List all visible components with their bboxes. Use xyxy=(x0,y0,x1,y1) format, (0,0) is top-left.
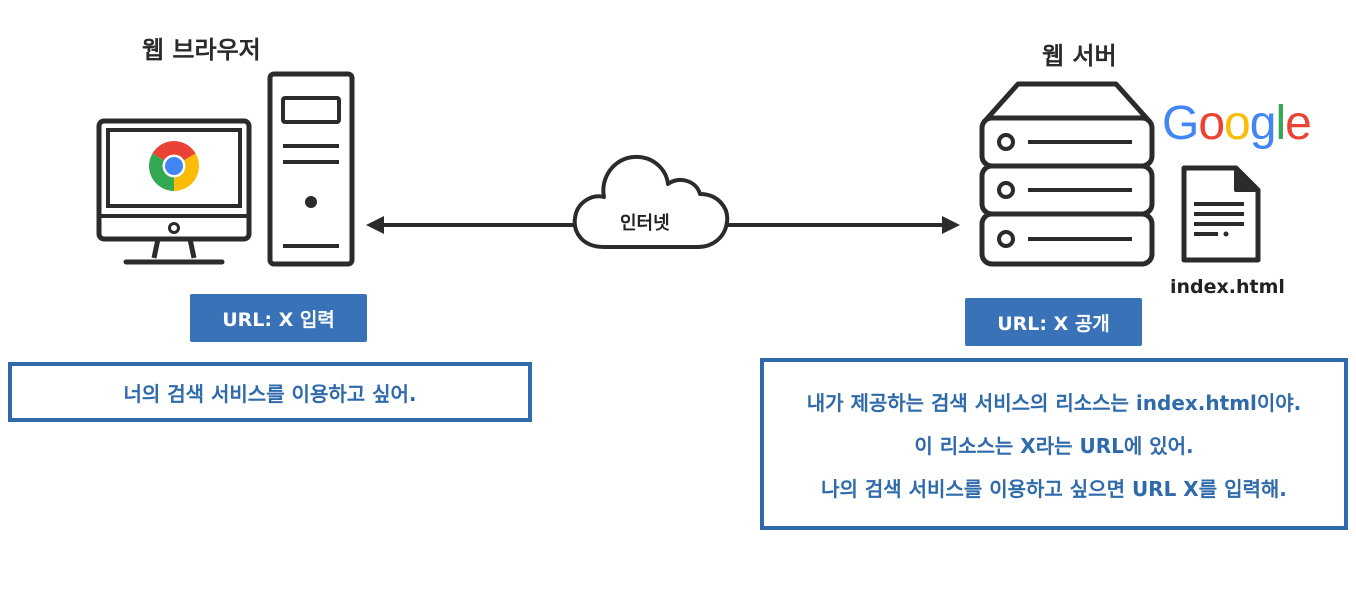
server-message-line-3: 나의 검색 서비스를 이용하고 싶으면 URL X를 입력해. xyxy=(821,476,1287,501)
server-title: 웹 서버 xyxy=(1042,42,1117,70)
google-letter-l: l xyxy=(1275,97,1286,150)
url-input-badge: URL: X 입력 xyxy=(190,294,367,342)
google-letter-g2: g xyxy=(1249,97,1277,150)
google-letter-o2: o xyxy=(1224,97,1251,150)
internet-label: 인터넷 xyxy=(620,213,670,234)
url-publish-badge: URL: X 공개 xyxy=(965,298,1142,346)
server-message-line-1: 내가 제공하는 검색 서비스의 리소스는 index.html이야. xyxy=(806,390,1302,415)
server-message-box: 내가 제공하는 검색 서비스의 리소스는 index.html이야. 이 리소스… xyxy=(760,358,1348,530)
browser-message-box: 너의 검색 서비스를 이용하고 싶어. xyxy=(8,362,532,422)
chrome-logo-icon xyxy=(149,141,199,191)
google-letter-g1: G xyxy=(1162,97,1199,150)
google-letter-o1: o xyxy=(1198,97,1225,150)
document-icon xyxy=(1181,165,1261,263)
cloud-icon xyxy=(572,154,730,249)
file-name-label: index.html xyxy=(1170,276,1285,298)
monitor-icon xyxy=(96,118,252,265)
browser-title: 웹 브라우저 xyxy=(142,36,261,64)
google-logo: Google xyxy=(1162,96,1312,151)
server-message-line-2: 이 리소스는 X라는 URL에 있어. xyxy=(914,433,1194,458)
pc-tower-icon xyxy=(267,71,355,267)
google-letter-e: e xyxy=(1285,97,1312,150)
browser-message-text: 너의 검색 서비스를 이용하고 싶어. xyxy=(123,381,417,406)
server-stack-icon xyxy=(979,81,1155,267)
